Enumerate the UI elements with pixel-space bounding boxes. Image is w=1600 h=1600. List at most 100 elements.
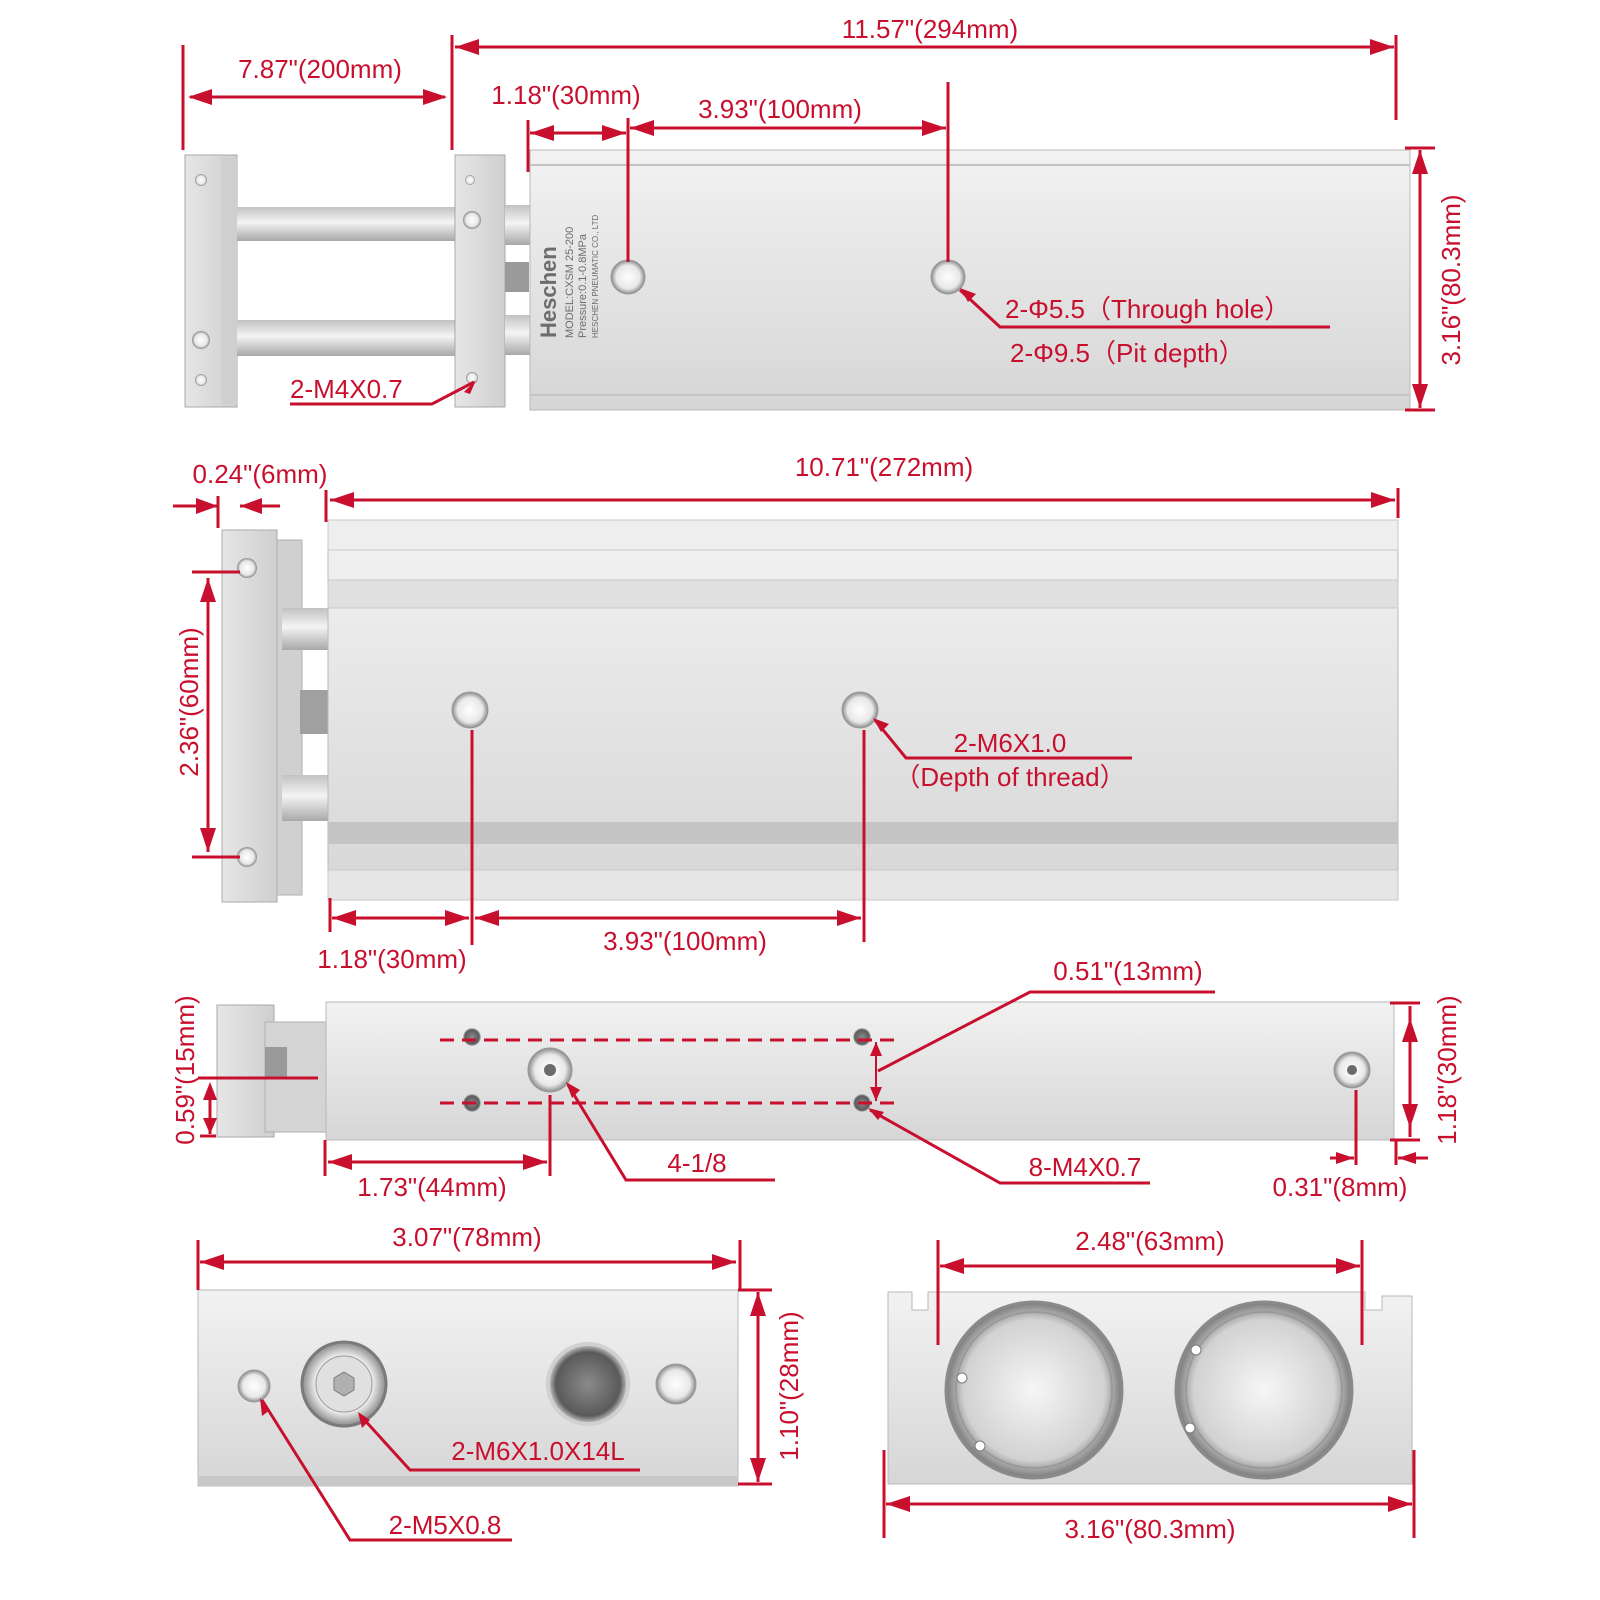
brand-label: Heschen [536, 246, 561, 338]
dim-hole-spacing [630, 120, 946, 136]
plate-face [197, 1289, 739, 1487]
end-view-plate: 3.07"(78mm) 1.10"(28mm) 2-M6X1.0X14L 2-M… [196, 1222, 804, 1542]
dim-hole-offset [332, 910, 469, 926]
label-port: 4-1/8 [667, 1148, 726, 1178]
label-thread: 2-M5X0.8 [389, 1510, 502, 1540]
piston-rod [282, 775, 330, 821]
dim-bore-span [940, 1258, 1360, 1274]
m4-hole [463, 1028, 481, 1046]
piston-rod [282, 608, 330, 650]
m4-hole [853, 1028, 871, 1046]
leader-arrow [868, 1108, 884, 1120]
bore-right [1174, 1300, 1354, 1480]
end-plate [221, 529, 278, 903]
body-thread-hole [451, 691, 489, 729]
dim-port-offset [328, 1154, 547, 1170]
ring-eye [1184, 1422, 1196, 1434]
label-width: 3.16"(80.3mm) [1064, 1514, 1235, 1544]
dim-row-spacing [870, 1042, 882, 1101]
leader-arrow [260, 1398, 270, 1416]
ring-eye [974, 1440, 986, 1452]
retaining-ring [955, 1311, 1113, 1469]
rod-nut [300, 690, 330, 734]
label-overall-length: 11.57"(294mm) [842, 14, 1018, 44]
maker-label: HESCHEN PNEUMATIC CO., LTD [591, 215, 600, 338]
body-top-rail [327, 519, 1399, 551]
dim-stroke [188, 89, 447, 105]
rod-collar [505, 315, 533, 355]
body-top-rail [327, 579, 1399, 609]
label-hole-spacing: 3.93"(100mm) [603, 926, 767, 956]
label-hole-offset: 1.18"(30mm) [491, 80, 640, 110]
bore-left [944, 1300, 1124, 1480]
ring-eye [1190, 1344, 1202, 1356]
label-plate-thread: 2-M4X0.7 [290, 374, 403, 404]
label-body-length: 10.71"(272mm) [795, 452, 973, 482]
cylinder-body [325, 1001, 1395, 1141]
dim-plate-thickness [196, 498, 280, 514]
label-bolt: 2-M6X1.0X14L [451, 1436, 624, 1466]
label-row-spacing: 0.51"(13mm) [1053, 956, 1202, 986]
label-height: 1.18"(30mm) [1432, 995, 1462, 1144]
block-hole [463, 211, 481, 229]
body-thread-hole [841, 691, 879, 729]
retaining-ring [1185, 1311, 1343, 1469]
rod-nut [505, 262, 529, 292]
rod-nut [265, 1047, 287, 1077]
cylinder-body [529, 149, 1411, 411]
guide-rod [237, 320, 457, 356]
plate-bottom-edge [198, 1476, 738, 1486]
label-height: 3.16"(80.3mm) [1436, 194, 1466, 365]
hex-socket [333, 1371, 355, 1397]
dim-width [200, 1254, 736, 1270]
plate-hole [195, 174, 207, 186]
model-label: MODEL:CXSM 25-200 [564, 227, 576, 338]
dim-height [1402, 1006, 1418, 1137]
label-through-hole: 2-Φ5.5（Through hole） [1005, 294, 1290, 324]
end-plate-edge [222, 158, 237, 404]
label-bore-span: 2.48"(63mm) [1075, 1226, 1224, 1256]
ring-eye [956, 1372, 968, 1384]
dim-plate-hole-spacing [200, 578, 216, 852]
label-thread: 8-M4X0.7 [1029, 1152, 1142, 1182]
label-height: 1.10"(28mm) [774, 1311, 804, 1460]
label-height-offset: 0.59"(15mm) [170, 995, 200, 1144]
body-through-hole [610, 259, 646, 295]
m5-hole [655, 1363, 697, 1405]
leader-arrow [358, 1412, 370, 1428]
label-port-offset: 1.73"(44mm) [357, 1172, 506, 1202]
label-thread: 2-M6X1.0 [954, 728, 1067, 758]
end-view-body: 2.48"(63mm) 3.16"(80.3mm) [882, 1226, 1416, 1544]
leader-arrow [960, 288, 976, 302]
dim-height [1412, 150, 1428, 408]
label-hole-spacing: 3.93"(100mm) [698, 94, 862, 124]
plate-hole [237, 558, 257, 578]
plug [546, 1342, 630, 1426]
leader-arrow [566, 1082, 580, 1098]
label-plate-thickness: 0.24"(6mm) [193, 459, 328, 489]
label-plate-hole-spacing: 2.36"(60mm) [174, 627, 204, 776]
dim-height-offset [203, 1082, 217, 1134]
leader-arrow [873, 718, 889, 732]
label-hole-offset: 1.18"(30mm) [317, 944, 466, 974]
body-through-hole [930, 259, 966, 295]
bottom-view: 0.59"(15mm) 0.51"(13mm) 1.18"(30mm) 1.73… [170, 956, 1462, 1202]
label-width: 3.07"(78mm) [392, 1222, 541, 1252]
label-thread-note: （Depth of thread） [894, 762, 1125, 792]
dim-hole-offset [530, 125, 626, 141]
rod-collar [505, 205, 533, 245]
label-stroke: 7.87"(200mm) [238, 54, 402, 84]
top-view: Heschen MODEL:CXSM 25-200 Pressure:0.1-0… [181, 14, 1466, 412]
guide-rod [237, 207, 457, 241]
dim-end-offset [1330, 1152, 1428, 1164]
air-port-inner [544, 1064, 556, 1076]
pressure-label: Pressure:0.1-0.8MPa [577, 233, 589, 338]
block-hole [465, 175, 475, 185]
dim-width [886, 1496, 1412, 1512]
plate-hole [195, 374, 207, 386]
rod-block [454, 154, 506, 408]
plate-hole [192, 331, 210, 349]
air-port-inner [1347, 1065, 1357, 1075]
side-view: 0.24"(6mm) 10.71"(272mm) 2.36"(60mm) 2-M… [173, 452, 1400, 974]
label-end-offset: 0.31"(8mm) [1273, 1172, 1408, 1202]
